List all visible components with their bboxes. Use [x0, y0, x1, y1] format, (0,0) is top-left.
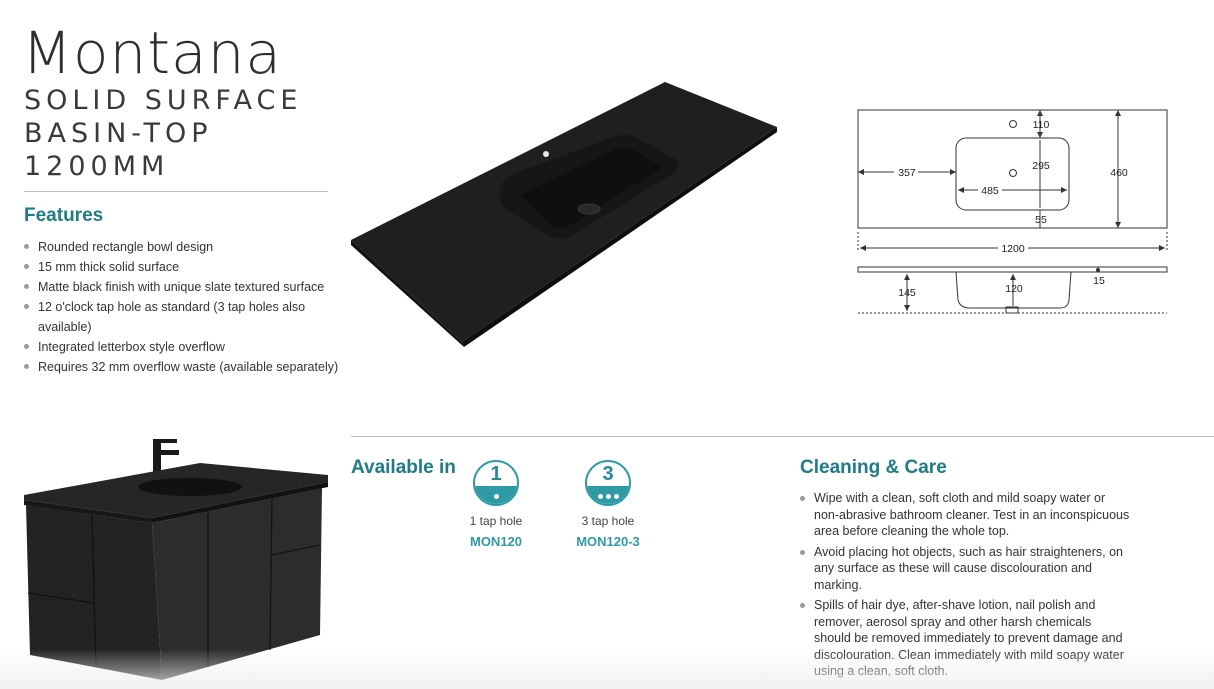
- care-item: Wipe with a clean, soft cloth and mild s…: [800, 490, 1130, 540]
- available-heading: Available in: [351, 457, 456, 478]
- tap-option-number: 3: [602, 463, 614, 485]
- feature-item: 12 o'clock tap hole as standard (3 tap h…: [24, 297, 354, 337]
- dim-485: 485: [981, 185, 999, 197]
- feature-text: Integrated letterbox style overflow: [38, 340, 225, 354]
- feature-item: Requires 32 mm overflow waste (available…: [24, 357, 354, 377]
- care-text: Wipe with a clean, soft cloth and mild s…: [814, 491, 1130, 538]
- tap-option-3: 3 3 tap hole MON120-3: [548, 460, 668, 549]
- tap-option-label: 3 tap hole: [581, 514, 635, 528]
- feature-item: Rounded rectangle bowl design: [24, 237, 354, 257]
- basin-top-image: [351, 82, 777, 347]
- bullet-icon: [24, 284, 29, 289]
- three-tap-hole-icon: 3: [585, 460, 631, 506]
- dim-357: 357: [898, 167, 916, 179]
- feature-text: Rounded rectangle bowl design: [38, 240, 214, 254]
- dim-1200: 1200: [1001, 243, 1025, 255]
- bullet-icon: [24, 264, 29, 269]
- bottom-fade: [0, 649, 1214, 689]
- bullet-icon: [24, 364, 29, 369]
- section-divider: [351, 436, 1214, 437]
- feature-text: Requires 32 mm overflow waste (available…: [38, 360, 339, 374]
- technical-diagram: 110 295 460 357 485 55 1200 145 120 15: [857, 109, 1168, 314]
- vanity-image: [24, 439, 328, 680]
- dim-15: 15: [1093, 275, 1105, 287]
- tap-option-number: 1: [490, 463, 502, 485]
- dim-295: 295: [1032, 160, 1050, 172]
- subtitle-line-3: 1200MM: [24, 151, 170, 182]
- feature-text: Matte black finish with unique slate tex…: [38, 280, 325, 294]
- subtitle-line-2: BASIN-TOP: [24, 118, 213, 149]
- bullet-icon: [24, 244, 29, 249]
- feature-item: Matte black finish with unique slate tex…: [24, 277, 354, 297]
- feature-text: 15 mm thick solid surface: [38, 260, 180, 274]
- tap-option-code: MON120: [469, 534, 523, 549]
- tap-option-1: 1 1 tap hole MON120: [436, 460, 556, 549]
- tap-option-code: MON120-3: [576, 534, 640, 549]
- feature-item: 15 mm thick solid surface: [24, 257, 354, 277]
- features-list: Rounded rectangle bowl design 15 mm thic…: [24, 237, 354, 377]
- one-tap-hole-icon: 1: [473, 460, 519, 506]
- bullet-icon: [800, 549, 805, 555]
- bullet-icon: [24, 304, 29, 309]
- feature-text: 12 o'clock tap hole as standard (3 tap h…: [38, 300, 306, 334]
- care-item: Avoid placing hot objects, such as hair …: [800, 544, 1130, 594]
- feature-item: Integrated letterbox style overflow: [24, 337, 354, 357]
- dim-145: 145: [898, 287, 916, 299]
- tap-mixer-icon: [153, 439, 179, 481]
- basin-bowl: [500, 134, 679, 239]
- title-divider: [24, 191, 328, 192]
- bullet-icon: [800, 603, 805, 608]
- care-heading: Cleaning & Care: [800, 457, 947, 478]
- tap-option-label: 1 tap hole: [469, 514, 523, 528]
- bullet-icon: [800, 496, 805, 501]
- features-heading: Features: [24, 205, 104, 226]
- product-title: Montana: [22, 19, 282, 87]
- tap-hole-icon: [543, 151, 549, 157]
- dim-460: 460: [1110, 167, 1128, 179]
- subtitle-line-1: SOLID SURFACE: [24, 85, 303, 116]
- dim-120: 120: [1005, 283, 1023, 295]
- dim-110: 110: [1033, 119, 1050, 131]
- care-text: Avoid placing hot objects, such as hair …: [814, 544, 1123, 592]
- bullet-icon: [24, 344, 29, 349]
- dim-55: 55: [1035, 214, 1047, 226]
